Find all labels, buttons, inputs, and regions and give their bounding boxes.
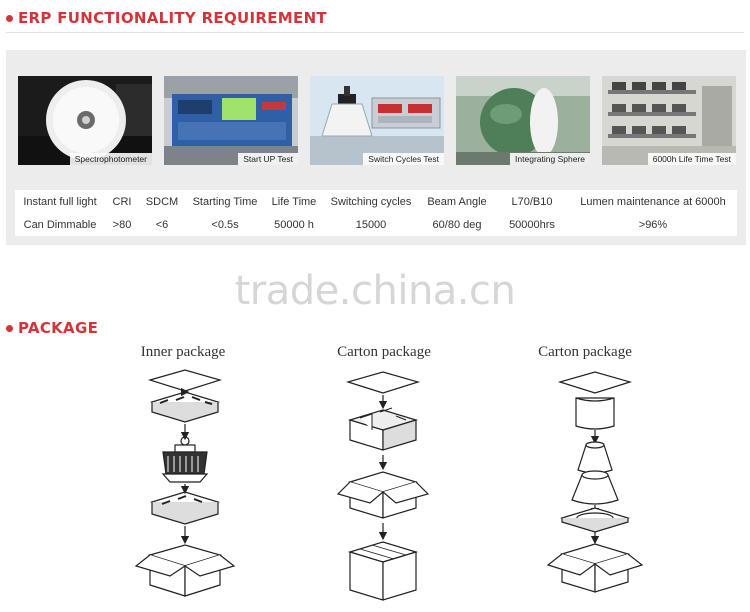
table-value-cell: <0.5s [211,218,239,231]
erp-panel: Spectrophotometer Start UP Test Swi [6,50,746,245]
life-time-test-image [602,76,736,165]
lamp-shade-icon [577,441,613,474]
column-title-carton-package-2: Carton package [538,344,632,360]
table-header-cell: Starting Time [192,195,258,208]
photo-caption: Integrating Sphere [510,153,590,165]
table-header-cell: SDCM [145,195,179,208]
open-carton-icon [134,544,236,597]
bullet-dot-icon [6,14,13,22]
table-value-cell: >80 [112,218,132,231]
lamp-shade-icon [571,470,619,505]
package-illustrations [134,369,644,601]
table-value-cell: 60/80 deg [432,218,482,231]
photo-spectrophotometer: Spectrophotometer [18,76,152,165]
photo-switch-cycles-test: Switch Cycles Test [310,76,444,165]
sheet-icon [147,369,223,392]
carton-package-sequence [336,371,430,601]
sheet-icon [557,371,633,394]
table-value-cell: <6 [155,218,169,231]
table-header-cell: L70/B10 [511,195,553,208]
open-carton-icon [336,471,430,519]
switch-cycles-test-image [310,76,444,165]
table-value-cell: Can Dimmable [23,218,97,231]
package-heading: PACKAGE [6,319,98,337]
table-header-cell: Instant full light [23,195,97,208]
column-title-inner-package: Inner package [140,344,226,360]
divider [6,32,744,33]
photo-caption: 6000h Life Time Test [647,153,736,165]
spectrophotometer-image [18,76,152,165]
package-heading-text: PACKAGE [18,319,99,337]
sheet-icon [345,371,421,394]
column-title-carton-package: Carton package [337,344,431,360]
start-up-test-image [164,76,298,165]
photo-caption: Start UP Test [238,153,298,165]
bullet-dot-icon [6,324,13,332]
erp-heading-text: ERP FUNCTIONALITY REQUIREMENT [18,9,327,27]
photo-integrating-sphere: Integrating Sphere [456,76,590,165]
lid-tray-icon [559,507,631,533]
table-value-cell: 50000 h [274,218,314,231]
erp-heading: ERP FUNCTIONALITY REQUIREMENT [6,9,327,27]
table-header-cell: Switching cycles [330,195,412,208]
foam-sleeve-icon [575,397,615,430]
sealed-carton-icon [347,541,419,601]
table-value-cell: 50000hrs [509,218,555,231]
table-header-cell: Beam Angle [427,195,487,208]
table-header-cell: Life Time [271,195,317,208]
boxed-lamps-icon [347,407,419,451]
integrating-sphere-image [456,76,590,165]
tray-icon [149,491,221,525]
tray-icon [149,391,221,423]
photo-caption: Switch Cycles Test [363,153,444,165]
watermark: trade.china.cn [234,268,516,314]
inner-package-sequence [134,369,236,597]
table-value-cell: >96% [638,218,668,231]
high-bay-lamp-icon [161,436,209,483]
photo-caption: Spectrophotometer [69,153,152,165]
photo-start-up-test: Start UP Test [164,76,298,165]
open-carton-icon [546,543,644,593]
table-header-cell: CRI [112,195,132,208]
table-value-cell: 15000 [355,218,387,231]
carton-package-sequence-2 [546,371,644,593]
photo-life-time-test: 6000h Life Time Test [602,76,736,165]
spec-table: Instant full light CRI SDCM Starting Tim… [15,190,737,236]
table-header-cell: Lumen maintenance at 6000h [580,195,726,208]
